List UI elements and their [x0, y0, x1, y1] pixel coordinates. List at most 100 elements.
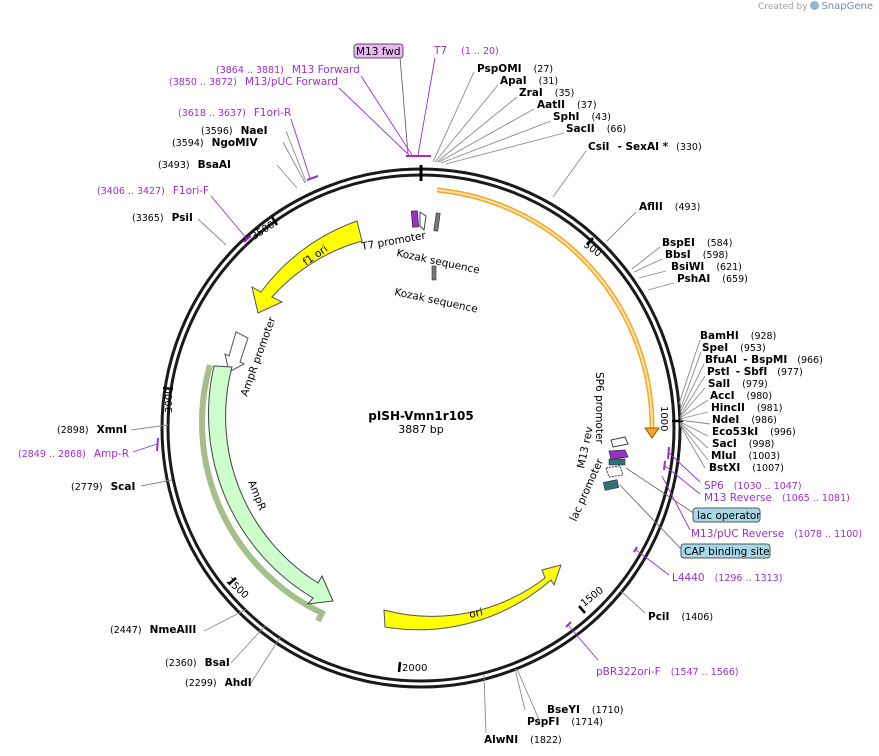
f1-ori-feature [251, 220, 363, 314]
lac-operator-box [692, 507, 761, 523]
enzyme-label: MluI(1003) [711, 450, 780, 462]
ampr-promoter-label: AmpR promoter [239, 315, 279, 398]
t7-promoter-arrow [419, 211, 427, 232]
enzyme-label: (2447)NmeAIII [110, 624, 196, 636]
cap-binding-site-label: CAP binding site [684, 546, 770, 558]
enzyme-label: AflII(493) [639, 201, 700, 213]
primer-label: M13 Reverse(1065 .. 1081) [704, 492, 850, 504]
watermark-brand: SnapGene [821, 1, 873, 12]
m13-fwd-box [353, 43, 404, 59]
enzyme-label: (3594)NgoMIV [172, 137, 258, 149]
primer-label: pBR322ori-F(1547 .. 1566) [596, 666, 739, 678]
tick-mark-3000 [162, 386, 174, 391]
kozak-feature-2 [431, 265, 437, 281]
enzyme-labels: PspOMI(27) ApaI(31) ZraI(35) AatII(37) S… [57, 63, 823, 746]
enzyme-label: AlwNI(1822) [484, 734, 562, 746]
enzyme-label: (2898)XmnI [57, 424, 127, 436]
tick-label-2000: 2000 [402, 663, 427, 674]
enzyme-label: BstXI(1007) [709, 462, 784, 474]
lac-promoter-arrow [605, 465, 624, 478]
enzyme-label: HincII(981) [711, 402, 782, 414]
enzyme-label: BseYI(1710) [547, 704, 623, 716]
enzyme-label: AatII(37) [537, 99, 597, 111]
t7-promoter-label: T7 promoter [359, 230, 427, 253]
insert-arrowhead [644, 427, 660, 439]
enzyme-label: PstI- SbfI(977) [707, 366, 803, 378]
sp6-promoter-arrow [610, 436, 629, 448]
tick-mark-500 [586, 237, 594, 246]
plasmid-name: pISH-Vmn1r105 [368, 409, 474, 423]
pbr322ori-f-primer-mark [565, 621, 572, 628]
enzyme-label: AccI(980) [710, 390, 772, 402]
enzyme-label: PspFI(1714) [527, 716, 603, 728]
primer-label: (3850 .. 3872)M13/pUC Forward [169, 76, 338, 88]
t7-feature-bar [410, 210, 420, 228]
enzyme-label: SphI(43) [553, 111, 611, 123]
leader-lines [130, 71, 711, 734]
enzyme-label: SalI(979) [708, 378, 768, 390]
m13-rev-feature [608, 449, 629, 460]
enzyme-label: SacI(998) [712, 438, 774, 450]
cap-binding-site-feature [602, 479, 620, 491]
tick-mark-2000 [397, 661, 402, 673]
tick-label-3000: 3000 [164, 388, 175, 413]
tick-mark-1500 [578, 605, 586, 614]
enzyme-label: PshAI(659) [677, 273, 748, 285]
tick-mark-3500 [270, 216, 279, 226]
enzyme-label: BsiWI(621) [671, 261, 742, 273]
snapgene-logo-icon [810, 1, 820, 10]
f1ori-f-primer-mark [243, 235, 252, 243]
kozak-sequence-label-2: Kozak sequence [393, 286, 478, 315]
enzyme-label: BamHI(928) [700, 330, 776, 342]
enzyme-label: SpeI(953) [702, 342, 766, 354]
enzyme-label: PciI(1406) [648, 611, 713, 623]
enzyme-label: BspEI(584) [662, 237, 732, 249]
enzyme-label: CsiI- SexAI *(330) [588, 141, 702, 153]
primer-label: (3864 .. 3881)M13 Forward [216, 64, 360, 76]
enzyme-label: (2779)ScaI [71, 481, 135, 493]
enzyme-label: BbsI(598) [665, 249, 728, 261]
ampr-promoter-feature [224, 331, 249, 373]
kozak-feature-1 [433, 212, 441, 232]
primer-label: (3406 .. 3427)F1ori-F [97, 185, 209, 197]
ampr-label: AmpR [245, 479, 268, 513]
m13-fwd-label: M13 fwd [356, 46, 401, 58]
f1ori-r-primer-mark [306, 175, 319, 181]
enzyme-label: (2360)BsaI [165, 657, 230, 669]
primer-label: L4440(1296 .. 1313) [672, 572, 782, 584]
primer-label: (3618 .. 3637)F1ori-R [178, 107, 291, 119]
enzyme-label: (3365)PsiI [132, 212, 193, 224]
tick-mark-2500 [228, 577, 237, 585]
primer-label: SP6(1030 .. 1047) [704, 480, 802, 492]
plasmid-size: 3887 bp [398, 423, 443, 436]
primer-label: T7(1 .. 20) [433, 45, 499, 57]
ampr-outline [198, 364, 327, 623]
ori-feature [383, 564, 562, 631]
enzyme-label: ZraI(35) [519, 87, 574, 99]
enzyme-label: (3493)BsaAI [158, 159, 231, 171]
primer-leader-lines [132, 57, 701, 661]
tick-label-2500: 2500 [224, 576, 250, 601]
cap-binding-site-box [680, 543, 771, 559]
enzyme-label: SacII(66) [566, 123, 626, 135]
enzyme-label: Eco53kI(996) [712, 426, 796, 438]
primer-label: M13/pUC Reverse(1078 .. 1100) [691, 528, 862, 540]
ampr-feature [208, 365, 334, 605]
tick-label-1000: 1000 [658, 406, 669, 431]
ori-label: ori [468, 606, 484, 621]
enzyme-label: (3596)NaeI [201, 125, 268, 137]
lac-operator-feature [608, 458, 626, 466]
lac-operator-label: lac operator [697, 510, 761, 522]
enzyme-label: PspOMI(27) [477, 63, 553, 75]
primer-label: (2849 .. 2868)Amp-R [18, 448, 129, 460]
enzyme-label: (2299)AhdI [185, 677, 252, 689]
primer-labels: T7(1 .. 20) (3864 .. 3881)M13 Forward (3… [18, 45, 862, 678]
enzyme-label: ApaI(31) [500, 75, 558, 87]
l4440-primer-mark [633, 546, 638, 553]
kozak-sequence-label-1: Kozak sequence [395, 247, 480, 276]
amp-r-primer-mark [156, 437, 159, 452]
watermark-prefix: Created by [758, 2, 808, 12]
enzyme-label: NdeI(986) [712, 414, 777, 426]
enzyme-label: BfuAI- BspMI(966) [705, 354, 823, 366]
